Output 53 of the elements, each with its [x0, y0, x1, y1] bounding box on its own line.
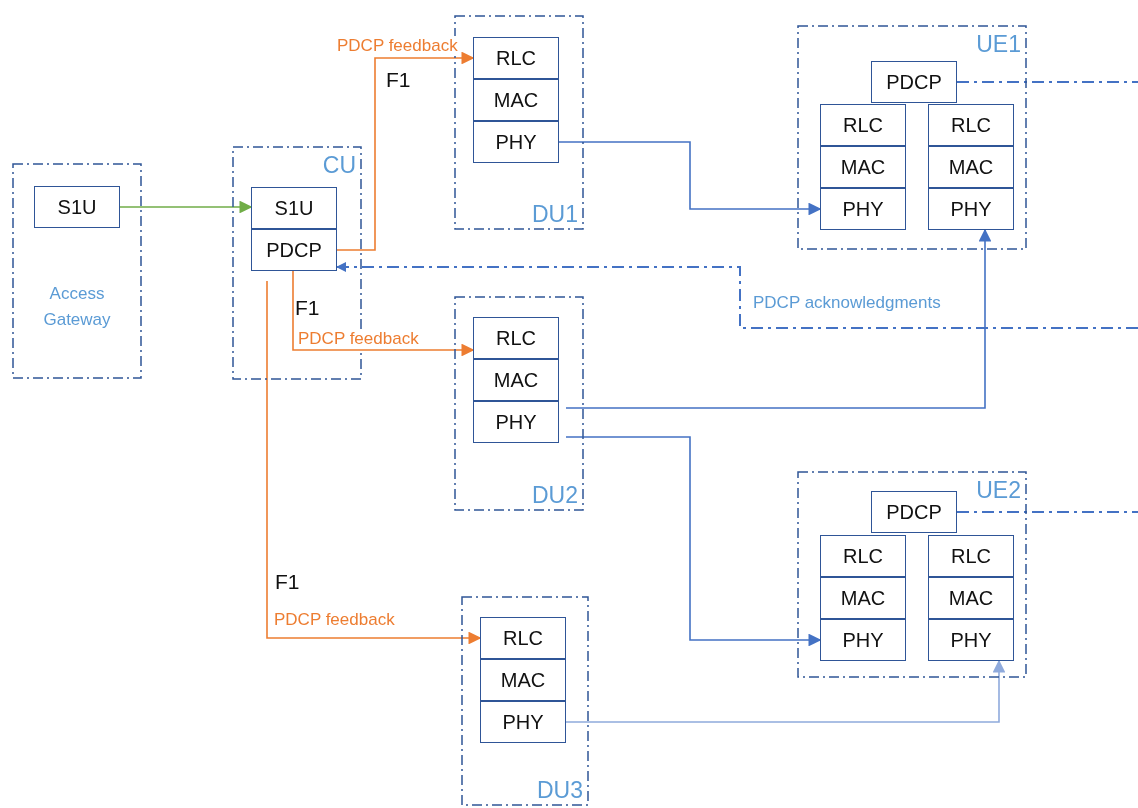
- protocol-layer-block: MAC: [820, 146, 906, 188]
- unit-label: UE2: [976, 477, 1021, 504]
- protocol-layer-block: MAC: [473, 359, 559, 401]
- protocol-layer-block: MAC: [928, 577, 1014, 619]
- protocol-layer-block: RLC: [480, 617, 566, 659]
- connector-arrow: [266, 280, 482, 645]
- unit-label: CU: [322, 152, 356, 179]
- protocol-layer-block: RLC: [473, 317, 559, 359]
- protocol-layer-block: PDCP: [871, 61, 957, 103]
- protocol-layer-block: MAC: [480, 659, 566, 701]
- connector-arrow: [336, 262, 1138, 329]
- protocol-layer-block: PDCP: [871, 491, 957, 533]
- connector-arrow: [292, 270, 475, 357]
- protocol-layer-block: PHY: [820, 188, 906, 230]
- protocol-layer-block: PHY: [928, 619, 1014, 661]
- dash-dot-frame: [454, 296, 584, 511]
- edge-label: PDCP feedback: [336, 36, 459, 56]
- connector-arrow: [119, 200, 253, 214]
- dash-dot-frame: [797, 25, 1027, 250]
- interface-label: F1: [275, 570, 300, 594]
- protocol-layer-block: S1U: [251, 187, 337, 229]
- unit-label: DU1: [532, 201, 578, 228]
- unit-label: DU3: [537, 777, 583, 804]
- dash-dot-frame: [797, 471, 1027, 678]
- connector-arrow: [558, 141, 822, 216]
- protocol-layer-block: PHY: [480, 701, 566, 743]
- protocol-layer-block: PDCP: [251, 229, 337, 271]
- connector-arrow: [336, 51, 475, 251]
- protocol-layer-block: RLC: [820, 104, 906, 146]
- protocol-layer-block: MAC: [820, 577, 906, 619]
- dash-dot-frame: [461, 596, 589, 806]
- unit-label: DU2: [532, 482, 578, 509]
- edge-label: PDCP feedback: [297, 329, 420, 349]
- protocol-layer-block: RLC: [928, 104, 1014, 146]
- protocol-layer-block: MAC: [928, 146, 1014, 188]
- protocol-layer-block: RLC: [928, 535, 1014, 577]
- protocol-layer-block: PHY: [473, 121, 559, 163]
- protocol-layer-block: RLC: [473, 37, 559, 79]
- protocol-layer-block: PHY: [928, 188, 1014, 230]
- interface-label: F1: [295, 296, 320, 320]
- connector-arrow: [565, 436, 822, 647]
- dash-dot-frame: [12, 163, 142, 379]
- edge-label: PDCP acknowledgments: [752, 293, 942, 313]
- interface-label: F1: [386, 68, 411, 92]
- protocol-layer-block: S1U: [34, 186, 120, 228]
- protocol-layer-block: RLC: [820, 535, 906, 577]
- protocol-layer-block: PHY: [820, 619, 906, 661]
- protocol-layer-block: MAC: [473, 79, 559, 121]
- unit-label: Access Gateway: [42, 283, 112, 331]
- connector-arrow: [565, 659, 1006, 723]
- connector-arrow: [565, 228, 992, 409]
- protocol-layer-block: PHY: [473, 401, 559, 443]
- unit-label: UE1: [976, 31, 1021, 58]
